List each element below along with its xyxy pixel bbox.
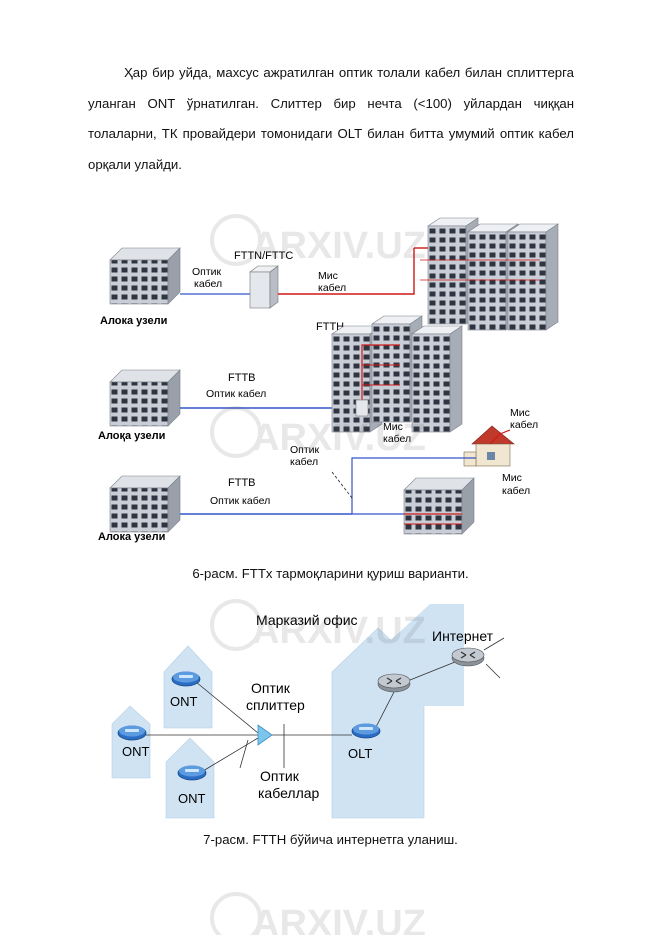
body-paragraph: Ҳар бир уйда, махсус ажратилган оптик то… bbox=[88, 65, 574, 172]
node-building-1 bbox=[109, 247, 181, 305]
copper-cable-line-1 bbox=[278, 248, 415, 295]
fttn-label: FTTN/FTTC bbox=[234, 250, 293, 262]
copper-cable-label-l1: Мис bbox=[318, 270, 338, 282]
ont-device-2 bbox=[117, 725, 147, 741]
watermark-logo: ARXIV.UZ bbox=[210, 599, 426, 652]
node-building-3 bbox=[109, 475, 181, 533]
fttb-label-1: FTTB bbox=[228, 372, 256, 384]
svg-text:ARXIV.UZ: ARXIV.UZ bbox=[252, 225, 426, 267]
olt-label: OLT bbox=[348, 746, 372, 761]
optic-cable-label-l1: Оптик bbox=[192, 266, 222, 278]
ont-label-2: ONT bbox=[122, 744, 150, 759]
ont-device-3 bbox=[177, 765, 207, 781]
central-office-label: Марказий офис bbox=[256, 612, 358, 628]
optic-splitter-icon bbox=[257, 724, 273, 746]
copper-house-label-l1: Мис bbox=[510, 407, 530, 419]
node-building-2 bbox=[109, 369, 181, 427]
ont-device-1 bbox=[171, 671, 201, 687]
optic-drop-label-l1: Оптик bbox=[290, 444, 320, 456]
svg-text:ARXIV.UZ: ARXIV.UZ bbox=[252, 417, 426, 459]
copper-bottom-label-l2: кабел bbox=[502, 485, 530, 497]
svg-text:ARXIV.UZ: ARXIV.UZ bbox=[252, 610, 426, 652]
internet-label: Интернет bbox=[432, 628, 494, 644]
optic-cable-row2-label: Оптик кабел bbox=[206, 388, 266, 400]
figure-6: Алока узели Оптик кабел FTTN/FTTC Мис ка… bbox=[98, 217, 559, 543]
house bbox=[463, 425, 515, 467]
node-label-2: Алоқа узели bbox=[98, 430, 165, 442]
home-zone-2 bbox=[111, 705, 151, 779]
cables-label-l1: Оптик bbox=[260, 768, 300, 784]
optic-drop-line bbox=[351, 457, 476, 514]
olt-device bbox=[351, 723, 381, 739]
figure-7-caption: 7-расм. FTTH бўйича интернетга уланиш. bbox=[203, 832, 458, 847]
watermark-logo: ARXIV.UZ bbox=[210, 214, 426, 267]
ont-label-1: ONT bbox=[170, 694, 198, 709]
street-cabinet bbox=[249, 265, 279, 309]
watermark-logo: ARXIV.UZ bbox=[210, 892, 426, 935]
office-building bbox=[403, 477, 475, 535]
fttb-label-2: FTTB bbox=[228, 477, 256, 489]
node-label-3: Алока узели bbox=[98, 531, 165, 543]
home-zone-1 bbox=[163, 645, 213, 729]
building-cluster-1 bbox=[414, 217, 559, 331]
ont-label-3: ONT bbox=[178, 791, 206, 806]
optic-drop-label-l2: кабел bbox=[290, 456, 318, 468]
splitter-label-l1: Оптик bbox=[251, 680, 291, 696]
figure-7: Марказий офис Интернет ONT ONT ONT Оптик… bbox=[111, 604, 505, 819]
watermarks: ARXIV.UZ ARXIV.UZ ARXIV.UZ ARXIV.UZ bbox=[210, 214, 426, 935]
figure-6-caption: 6-расм. FTTx тармоқларини қуриш варианти… bbox=[192, 566, 469, 581]
cables-label-l2: кабеллар bbox=[258, 785, 320, 801]
building-cluster-2 bbox=[331, 315, 463, 433]
router-icon bbox=[377, 673, 411, 693]
splitter-label-l2: сплиттер bbox=[246, 697, 305, 713]
svg-text:ARXIV.UZ: ARXIV.UZ bbox=[252, 903, 426, 935]
optic-cable-label-l2: кабел bbox=[194, 278, 222, 290]
node-label-1: Алока узели bbox=[100, 315, 167, 327]
copper-bottom-label-l1: Мис bbox=[502, 472, 522, 484]
watermark-logo: ARXIV.UZ bbox=[210, 406, 426, 459]
copper-house-label-l2: кабел bbox=[510, 419, 538, 431]
internet-router-icon bbox=[451, 647, 485, 667]
copper-row2-label-l2: кабел bbox=[383, 433, 411, 445]
optic-cable-row3-label: Оптик кабел bbox=[210, 495, 270, 507]
copper-row2-label-l1: Мис bbox=[383, 421, 403, 433]
ftth-label: FTTH bbox=[316, 321, 344, 333]
copper-cable-label-l2: кабел bbox=[318, 282, 346, 294]
